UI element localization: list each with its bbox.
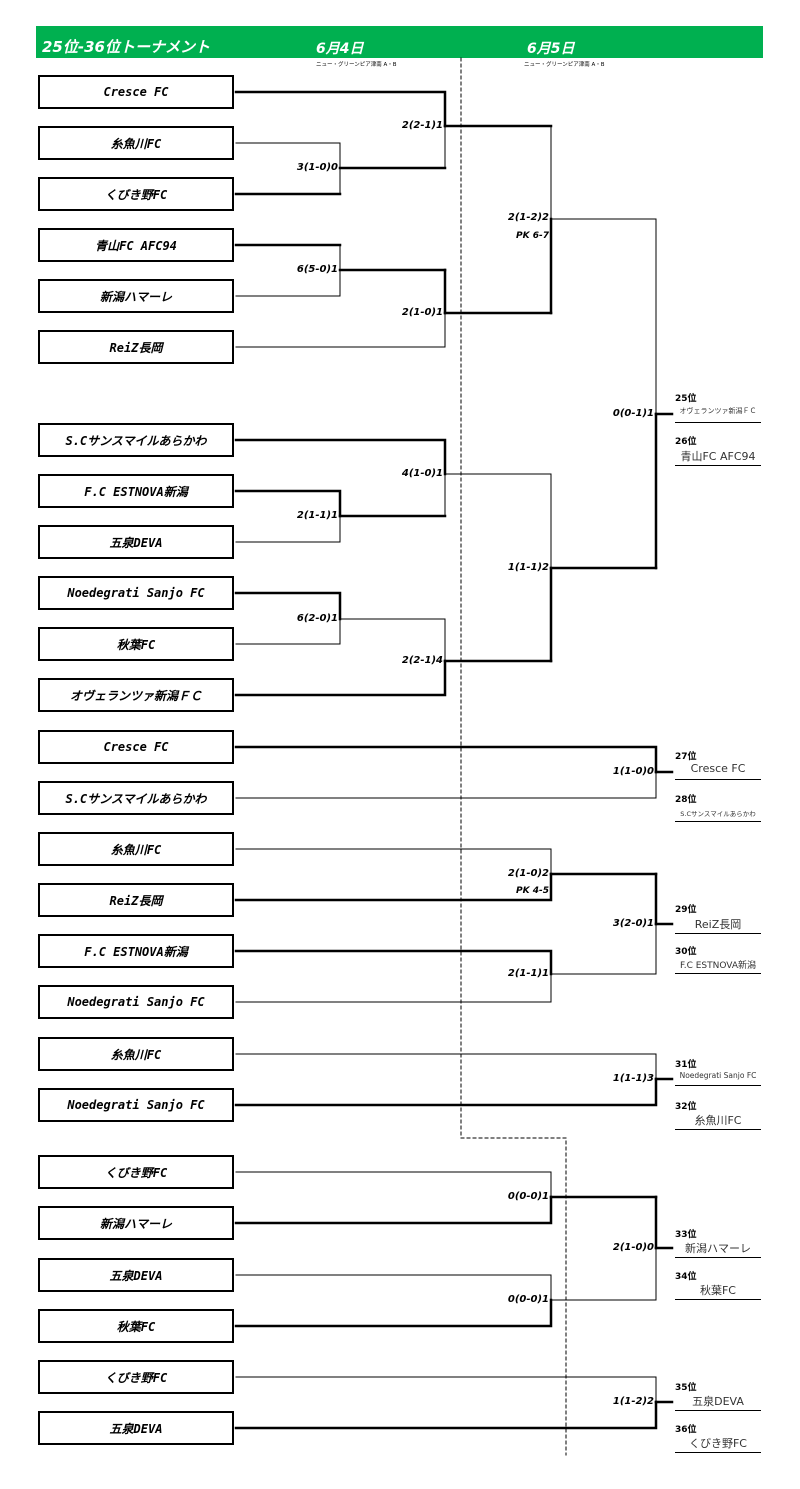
rank-team-33: 新潟ハマーレ — [675, 1240, 761, 1258]
team-box: 秋葉FC — [38, 1309, 234, 1343]
team-box: Cresce FC — [38, 730, 234, 764]
rank-label-36: 36位 — [675, 1425, 697, 1435]
team-box: 五泉DEVA — [38, 1411, 234, 1445]
score-label: 3(1-0)0 — [296, 162, 338, 173]
team-box: F.C ESTNOVA新潟 — [38, 934, 234, 968]
page-title: 25位-36位トーナメント — [42, 38, 210, 56]
rank-label-32: 32位 — [675, 1102, 697, 1112]
team-box: くびき野FC — [38, 177, 234, 211]
team-box: 青山FC AFC94 — [38, 228, 234, 262]
rank-label-28: 28位 — [675, 795, 697, 805]
pk-label: PK 6-7 — [516, 231, 549, 241]
rank-label-25: 25位 — [675, 394, 697, 404]
rank-team-26: 青山FC AFC94 — [675, 448, 761, 466]
team-box: F.C ESTNOVA新潟 — [38, 474, 234, 508]
team-box: くびき野FC — [38, 1155, 234, 1189]
rank-team-28: S.Cサンスマイルあらかわ — [675, 808, 761, 822]
team-box: 糸魚川FC — [38, 832, 234, 866]
score-label: 2(2-1)1 — [401, 120, 443, 131]
score-label: 0(0-0)1 — [507, 1191, 549, 1202]
day2-heading: 6月5日 — [527, 41, 575, 57]
rank-team-35: 五泉DEVA — [675, 1393, 761, 1411]
score-label: 3(2-0)1 — [612, 918, 654, 929]
score-label: 2(1-1)1 — [507, 968, 549, 979]
rank-label-34: 34位 — [675, 1272, 697, 1282]
rank-label-29: 29位 — [675, 905, 697, 915]
score-label: 2(1-0)1 — [401, 307, 443, 318]
rank-team-36: くびき野FC — [675, 1435, 761, 1453]
score-label: 1(1-2)2 — [612, 1396, 654, 1407]
score-label: 0(0-1)1 — [612, 408, 654, 419]
team-box: 糸魚川FC — [38, 1037, 234, 1071]
rank-team-25: オヴェランツァ新潟ＦＣ — [675, 406, 761, 423]
score-label: 2(1-0)2 — [507, 868, 549, 879]
rank-team-29: ReiZ長岡 — [675, 916, 761, 934]
team-box: Noedegrati Sanjo FC — [38, 576, 234, 610]
score-label: 6(2-0)1 — [296, 613, 338, 624]
day2-venue: ニュー・グリーンピア津南 A・B — [524, 62, 605, 68]
team-box: ReiZ長岡 — [38, 883, 234, 917]
team-box: Noedegrati Sanjo FC — [38, 985, 234, 1019]
score-label: 2(2-1)4 — [401, 655, 443, 666]
score-label: 6(5-0)1 — [296, 264, 338, 275]
score-label: 0(0-0)1 — [507, 1294, 549, 1305]
header-bar — [36, 26, 763, 58]
rank-label-30: 30位 — [675, 947, 697, 957]
rank-label-31: 31位 — [675, 1060, 697, 1070]
score-label: 1(1-1)2 — [507, 562, 549, 573]
team-box: 新潟ハマーレ — [38, 279, 234, 313]
team-box: 五泉DEVA — [38, 525, 234, 559]
team-box: Noedegrati Sanjo FC — [38, 1088, 234, 1122]
rank-team-32: 糸魚川FC — [675, 1112, 761, 1130]
rank-label-33: 33位 — [675, 1230, 697, 1240]
score-label: 4(1-0)1 — [401, 468, 443, 479]
rank-team-30: F.C ESTNOVA新潟 — [675, 958, 761, 974]
day1-heading: 6月4日 — [316, 41, 364, 57]
pk-label: PK 4-5 — [516, 886, 549, 896]
team-box: くびき野FC — [38, 1360, 234, 1394]
score-label: 2(1-2)2 — [507, 212, 549, 223]
score-label: 1(1-1)3 — [612, 1073, 654, 1084]
team-box: オヴェランツァ新潟ＦＣ — [38, 678, 234, 712]
score-label: 1(1-0)0 — [612, 766, 654, 777]
rank-label-26: 26位 — [675, 437, 697, 447]
rank-label-27: 27位 — [675, 752, 697, 762]
score-label: 2(1-1)1 — [296, 510, 338, 521]
team-box: 糸魚川FC — [38, 126, 234, 160]
team-box: S.Cサンスマイルあらかわ — [38, 781, 234, 815]
team-box: ReiZ長岡 — [38, 330, 234, 364]
score-label: 2(1-0)0 — [612, 1242, 654, 1253]
rank-label-35: 35位 — [675, 1383, 697, 1393]
rank-team-31: Noedegrati Sanjo FC — [675, 1071, 761, 1086]
team-box: 新潟ハマーレ — [38, 1206, 234, 1240]
rank-team-27: Cresce FC — [675, 762, 761, 780]
team-box: 五泉DEVA — [38, 1258, 234, 1292]
day-divider-line — [460, 57, 567, 1456]
day1-venue: ニュー・グリーンピア津南 A・B — [316, 62, 397, 68]
team-box: Cresce FC — [38, 75, 234, 109]
rank-team-34: 秋葉FC — [675, 1282, 761, 1300]
team-box: 秋葉FC — [38, 627, 234, 661]
team-box: S.Cサンスマイルあらかわ — [38, 423, 234, 457]
